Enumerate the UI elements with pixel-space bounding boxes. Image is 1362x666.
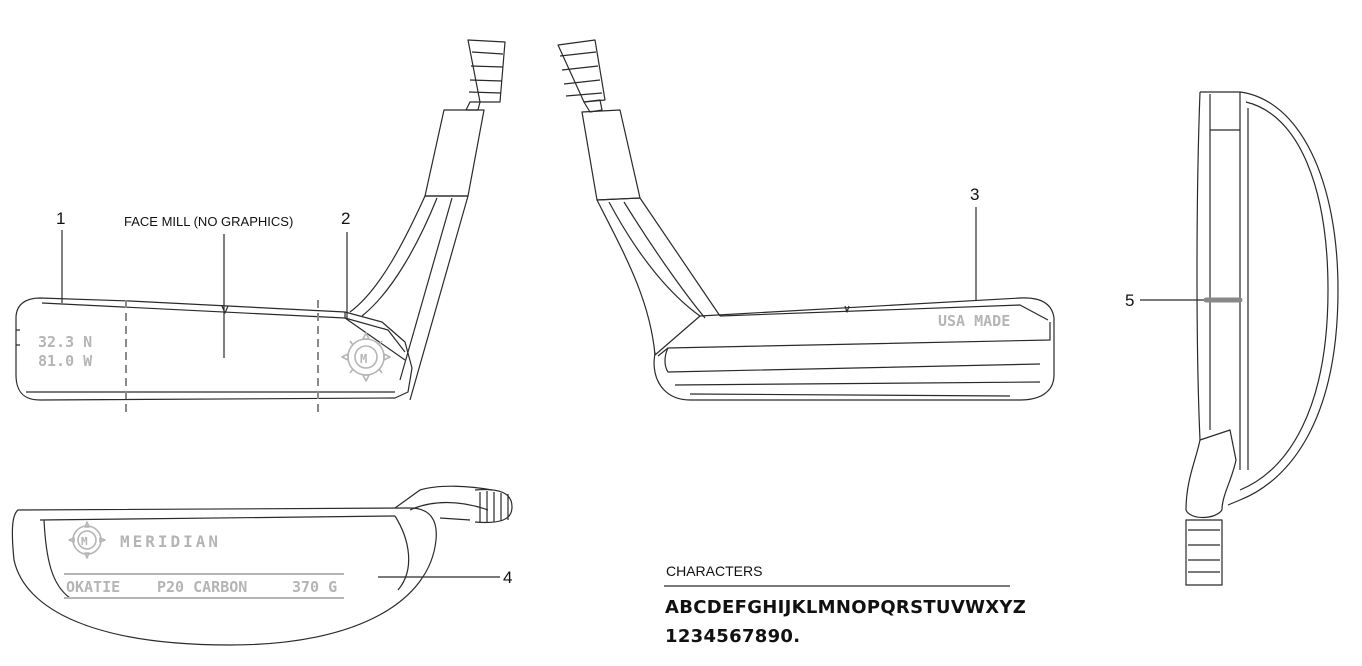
sole-view [11, 485, 513, 646]
compass-logo-icon [341, 332, 391, 382]
engraving-model-right: 370 G [292, 578, 337, 596]
callout-1: 1 [56, 209, 65, 228]
engraving-usa-made: USA MADE [938, 312, 1010, 330]
engraving-longitude: 81.0 W [38, 352, 93, 370]
callout-2: 2 [341, 209, 350, 228]
engraving-model-mid: P20 CARBON [157, 578, 247, 596]
characters-digits: 1234567890. [665, 626, 800, 647]
side-view [1140, 91, 1339, 586]
logo-letter-small: M [81, 535, 88, 548]
engraving-brand: MERIDIAN [120, 532, 221, 551]
engraving-latitude: 32.3 N [38, 333, 92, 351]
face-view [15, 39, 506, 412]
compass-logo-small-icon [68, 521, 106, 559]
callout-4: 4 [503, 568, 512, 587]
face-mill-label: FACE MILL (NO GRAPHICS) [124, 214, 293, 229]
characters-heading: CHARACTERS [666, 563, 762, 579]
back-view [557, 39, 1055, 401]
logo-letter: M [360, 352, 367, 366]
callout-3: 3 [970, 185, 979, 204]
callout-5: 5 [1125, 291, 1134, 310]
engraving-model-left: OKATIE [66, 578, 120, 596]
characters-letters: ABCDEFGHIJKLMNOPQRSTUVWXYZ [665, 597, 1026, 618]
